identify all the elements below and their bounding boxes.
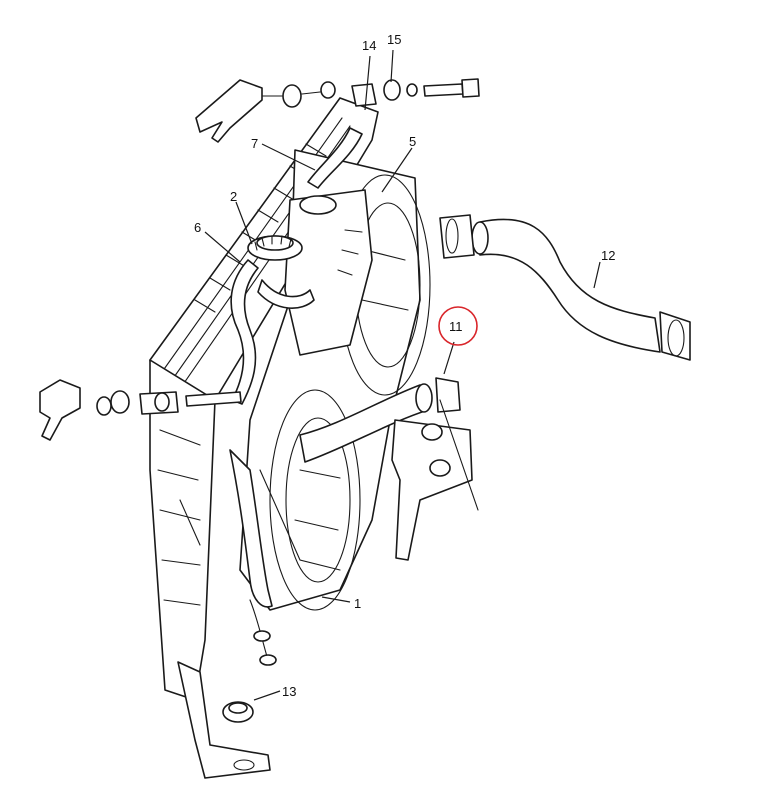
lower-bracket	[177, 661, 271, 779]
callout-1: 1	[354, 596, 361, 611]
callout-11: 11	[449, 319, 463, 334]
radiator-inlet-hose	[299, 377, 461, 463]
callout-2: 2	[230, 189, 237, 204]
leader-lines	[204, 49, 601, 701]
radiator-outlet-hose	[229, 449, 273, 608]
callout-15: 13	[282, 684, 296, 699]
callout-13: 14	[362, 38, 376, 53]
left-mount-hardware	[39, 379, 242, 441]
fan-wiring-harness	[249, 599, 277, 666]
callout-5: 5	[409, 134, 416, 149]
fan-shroud	[239, 149, 431, 611]
callout-7: 7	[251, 136, 258, 151]
callout-6: 6	[194, 220, 201, 235]
callout-12: 12	[601, 248, 615, 263]
radiator-upper-hose	[439, 214, 691, 361]
pressure-cap	[247, 235, 303, 261]
fan-mount-bracket	[391, 399, 479, 561]
upper-mount-hardware	[195, 78, 480, 143]
surge-tank-hoses	[230, 127, 363, 405]
callout-11-highlight-ring	[438, 306, 478, 346]
callout-labels: 14 15 7 5 2 6 12 11 1 13	[194, 32, 615, 699]
callout-14: 15	[387, 32, 401, 47]
surge-tank	[284, 189, 373, 356]
